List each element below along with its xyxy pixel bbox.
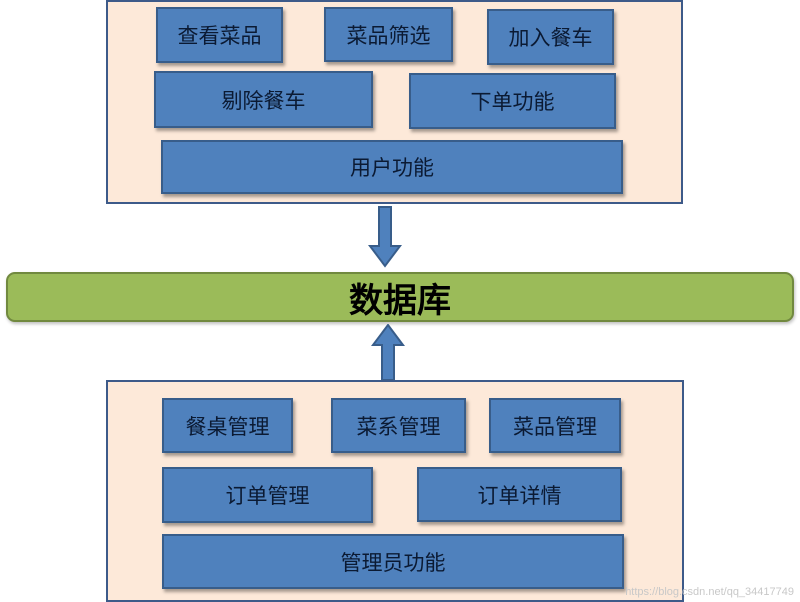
add-to-cart-box: 加入餐车 xyxy=(487,9,614,65)
table-management-box: 餐桌管理 xyxy=(162,398,293,453)
dish-management-box: 菜品管理 xyxy=(489,398,621,453)
down-arrow-icon xyxy=(368,206,402,268)
database-bar: 数据库 xyxy=(6,272,794,322)
watermark: https://blog.csdn.net/qq_34417749 xyxy=(625,586,794,598)
cuisine-management-box: 菜系管理 xyxy=(331,398,466,453)
remove-from-cart-box: 剔除餐车 xyxy=(154,71,373,128)
place-order-box: 下单功能 xyxy=(409,73,616,129)
up-arrow-icon xyxy=(371,324,405,381)
view-dishes-box: 查看菜品 xyxy=(156,7,283,63)
filter-dishes-box: 菜品筛选 xyxy=(324,7,453,62)
order-details-box: 订单详情 xyxy=(417,467,622,522)
order-management-box: 订单管理 xyxy=(162,467,373,523)
user-functions-title-box: 用户功能 xyxy=(161,140,623,194)
admin-functions-title-box: 管理员功能 xyxy=(162,534,624,589)
